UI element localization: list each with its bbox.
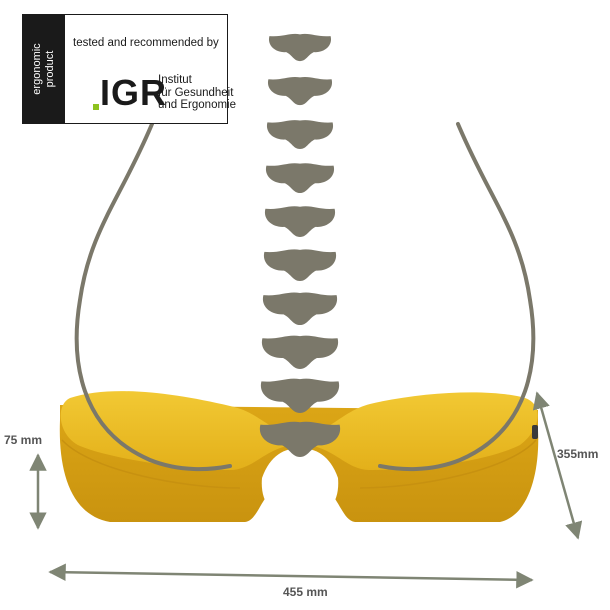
vertebra: [263, 249, 337, 282]
vertebra: [259, 421, 341, 457]
depth-label: 355mm: [557, 447, 599, 461]
cushion-top: [60, 391, 538, 470]
width-label: 455 mm: [283, 585, 328, 599]
vertebra: [264, 206, 336, 238]
institute-line2: für Gesundheit: [158, 86, 234, 99]
igr-logo: IGR: [100, 72, 168, 113]
badge-tested-text: tested and recommended by: [73, 37, 219, 49]
igr-logo-dot: [93, 104, 99, 110]
body-outline-left: [74, 122, 232, 472]
cushion-tag: [532, 425, 538, 439]
seat-cushion: [59, 391, 539, 522]
badge-side-panel: ergonomic product: [23, 15, 65, 123]
cushion-cutout: [261, 448, 339, 520]
institute-line1: Institut: [158, 74, 192, 86]
depth-arrow: [532, 391, 583, 540]
certification-badge: ergonomic product tested and recommended…: [22, 14, 236, 124]
body-outline-right: [378, 122, 536, 472]
vertebra: [262, 292, 338, 325]
spine: [259, 33, 341, 457]
vertebra: [267, 77, 333, 106]
vertebra: [265, 163, 335, 194]
vertebra: [266, 120, 334, 150]
body-outline: [74, 122, 536, 472]
badge-side-text: ergonomic product: [31, 19, 57, 119]
dimension-arrows: [29, 391, 583, 589]
vertebra: [260, 378, 340, 413]
height-label: 75 mm: [4, 433, 43, 447]
badge-side-line1: ergonomic: [31, 43, 43, 95]
badge-side-line2: product: [44, 50, 56, 88]
vertebra: [261, 335, 339, 369]
institute-name: Institut für Gesundheit und Ergonomie: [158, 74, 236, 112]
cushion-seam: [61, 439, 537, 489]
institute-line3: und Ergonomie: [158, 99, 236, 111]
vertebra: [268, 33, 332, 62]
width-arrow: [48, 563, 534, 589]
